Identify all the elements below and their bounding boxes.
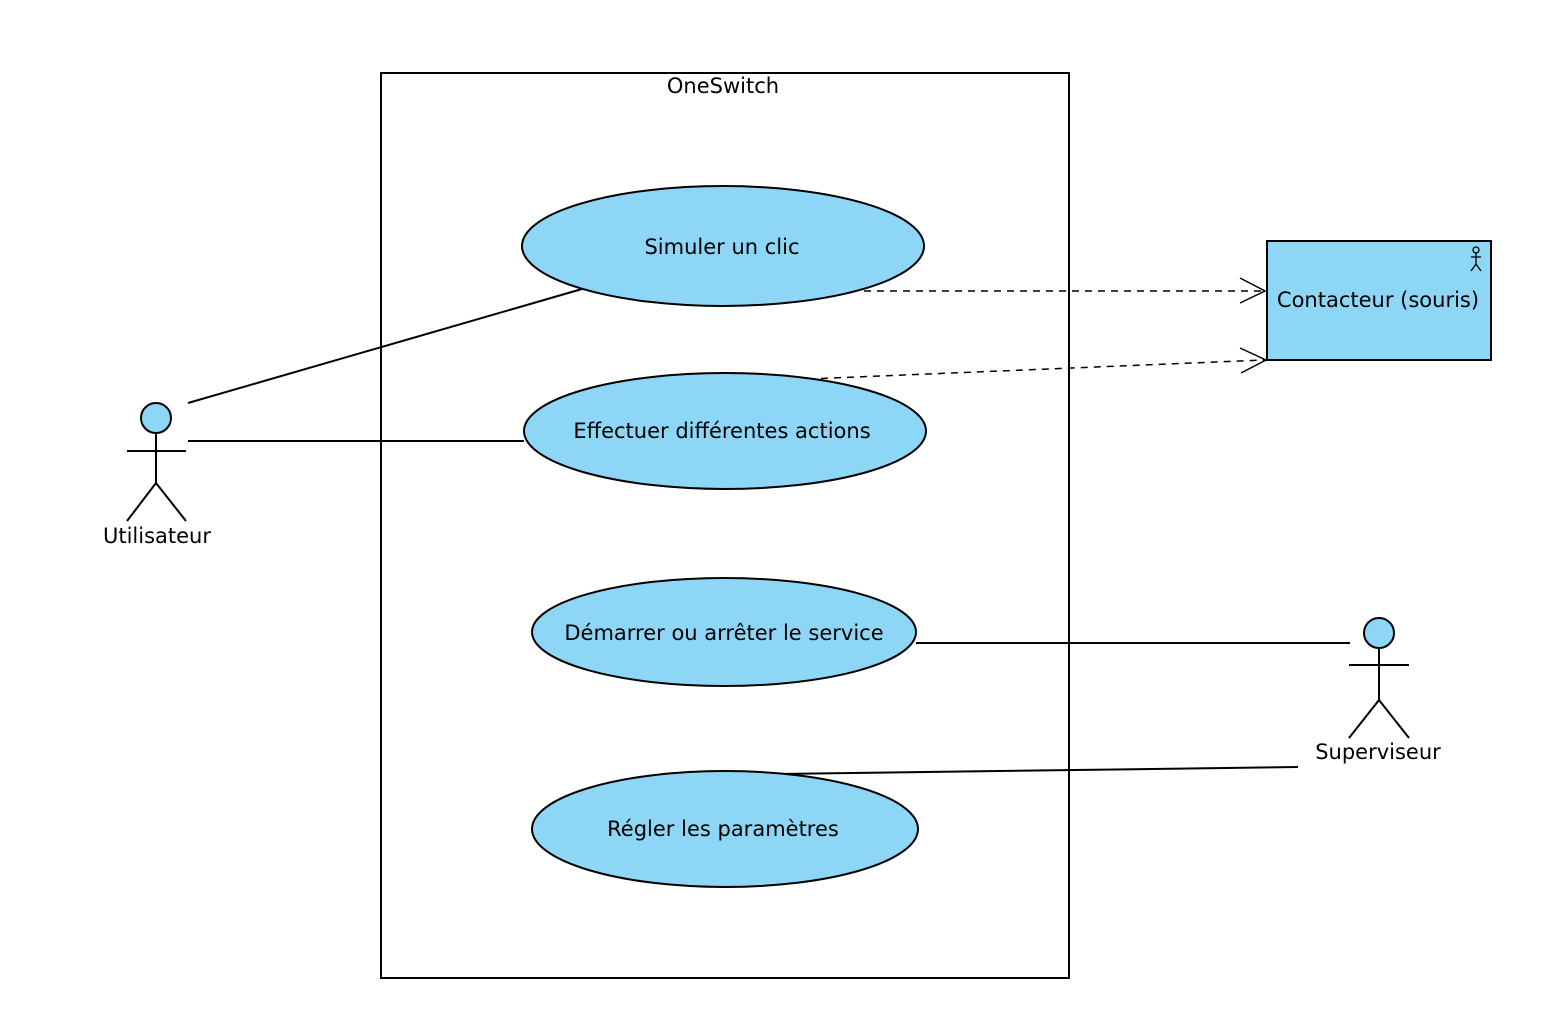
actor-stick-figure-icon bbox=[1470, 246, 1482, 272]
use-case-effectuer[interactable]: Effectuer différentes actions bbox=[523, 372, 927, 490]
use-case-ellipse bbox=[523, 372, 927, 490]
use-case-label: Régler les paramètres bbox=[607, 817, 839, 841]
actor-utilisateur[interactable] bbox=[126, 402, 187, 522]
actor-contacteur[interactable]: Contacteur (souris) bbox=[1266, 240, 1492, 361]
actor-utilisateur-label: Utilisateur bbox=[103, 524, 211, 548]
use-case-simuler[interactable]: Simuler un clic bbox=[521, 185, 925, 307]
actor-box bbox=[1266, 240, 1492, 361]
actor-superviseur[interactable] bbox=[1348, 617, 1410, 739]
actor-right-leg bbox=[155, 482, 187, 522]
actor-left-leg bbox=[1348, 699, 1380, 739]
use-case-demarrer[interactable]: Démarrer ou arrêter le service bbox=[531, 577, 917, 687]
actor-right-leg bbox=[1378, 699, 1410, 739]
use-case-regler[interactable]: Régler les paramètres bbox=[531, 770, 919, 888]
use-case-label: Simuler un clic bbox=[644, 235, 799, 259]
use-case-ellipse bbox=[531, 577, 917, 687]
association-superviseur-regler bbox=[777, 766, 1299, 775]
use-case-ellipse bbox=[521, 185, 925, 307]
actor-superviseur-label: Superviseur bbox=[1315, 740, 1441, 764]
actor-contacteur-label: Contacteur (souris) bbox=[1277, 288, 1479, 312]
actor-left-leg bbox=[126, 482, 157, 522]
actor-head-icon bbox=[1363, 617, 1395, 649]
dependency-arrowhead-1 bbox=[1239, 277, 1267, 304]
use-case-ellipse bbox=[531, 770, 919, 888]
dependency-effectuer-contacteur bbox=[807, 359, 1265, 380]
associations bbox=[187, 288, 1350, 775]
actor-head-icon bbox=[140, 402, 172, 434]
association-utilisateur-simuler bbox=[187, 288, 583, 404]
use-case-label: Effectuer différentes actions bbox=[573, 419, 870, 443]
use-case-label: Démarrer ou arrêter le service bbox=[564, 621, 883, 645]
system-title: OneSwitch bbox=[667, 74, 779, 98]
